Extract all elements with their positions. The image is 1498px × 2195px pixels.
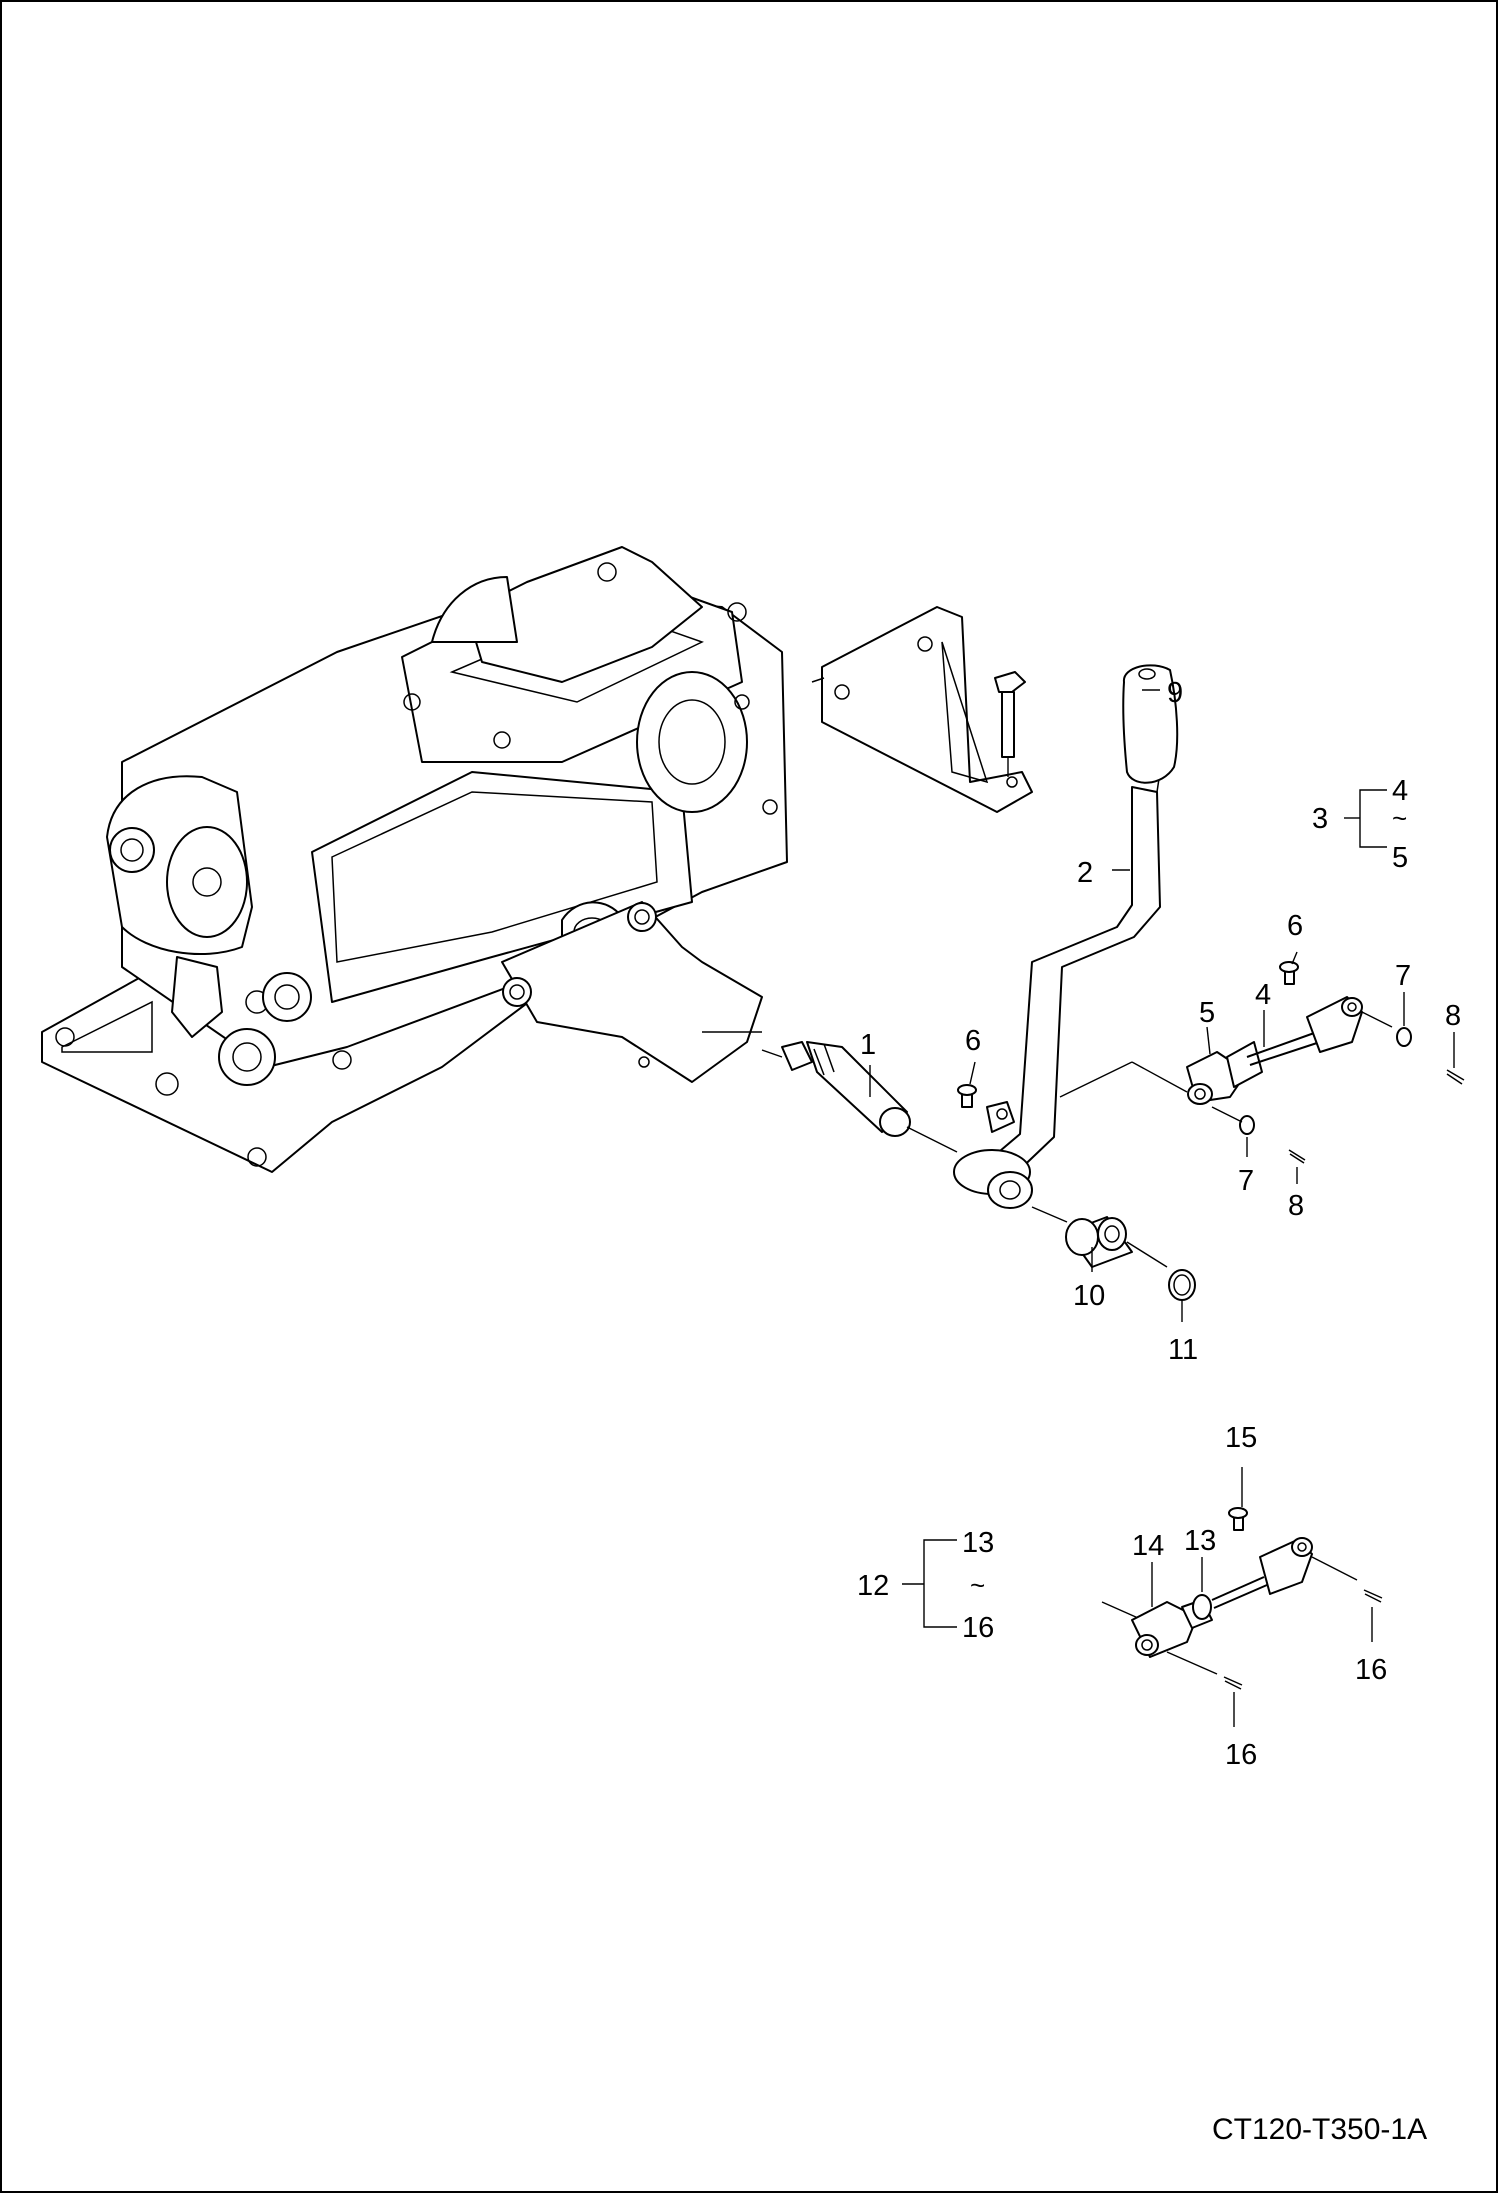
callout-7-right: 7 (1395, 960, 1411, 992)
callout-5-bottom: 5 (1392, 842, 1408, 874)
callout-3: 3 (1312, 803, 1328, 835)
control-rod-assembly (1101, 1537, 1358, 1675)
callout-4-rod: 4 (1255, 979, 1271, 1011)
bracket-bolt (994, 671, 1026, 777)
callout-9: 9 (1167, 677, 1183, 709)
callout-4-top: 4 (1392, 775, 1408, 807)
range-symbol-upper: ~ (1392, 803, 1407, 833)
cotter-pin-lower-left (1288, 1149, 1306, 1164)
callout-6-lever: 6 (965, 1025, 981, 1057)
range-symbol-lower: ~ (970, 1570, 985, 1600)
callout-11: 11 (1168, 1334, 1198, 1366)
snap-ring (1168, 1269, 1196, 1301)
callout-2: 2 (1077, 857, 1093, 889)
clevis-pin-rod-upper (1279, 961, 1299, 985)
callout-15: 15 (1225, 1422, 1257, 1454)
callout-13-top: 13 (962, 1527, 994, 1559)
lever-knob (1122, 664, 1179, 784)
cotter-pin-lower-right (1363, 1589, 1383, 1603)
cotter-pin-upper-right (1446, 1069, 1465, 1085)
callout-7-left: 7 (1238, 1165, 1254, 1197)
callout-6-rod: 6 (1287, 910, 1303, 942)
clevis-pin-lower (1228, 1507, 1248, 1531)
cotter-pin-lower-left-rod (1223, 1676, 1243, 1690)
callout-8-right: 8 (1445, 1000, 1461, 1032)
callout-10: 10 (1073, 1280, 1105, 1312)
clevis-pin-lever (957, 1084, 977, 1108)
callout-5-rod: 5 (1199, 997, 1215, 1029)
washer-upper-right (1396, 1027, 1412, 1047)
callout-16-right: 16 (1355, 1654, 1387, 1686)
callout-14: 14 (1132, 1530, 1164, 1562)
pivot-shaft (761, 1041, 958, 1153)
callout-16-bottom: 16 (962, 1612, 994, 1644)
callout-8-left: 8 (1288, 1190, 1304, 1222)
transmission-housing (41, 546, 788, 1173)
washer-lower-left (1211, 1106, 1255, 1135)
lever (953, 771, 1188, 1209)
callout-leaders (869, 689, 1455, 1727)
control-rod-upper (1186, 996, 1393, 1105)
bushing (1031, 1206, 1168, 1268)
callout-labels: 1 2 3 4 ~ 5 4 5 6 6 7 8 7 8 9 10 11 12 1… (857, 677, 1461, 1771)
callout-13-rod: 13 (1184, 1525, 1216, 1557)
drawing-code: CT120-T350-1A (1212, 2113, 1427, 2146)
callout-1: 1 (860, 1029, 876, 1061)
mounting-bracket (811, 606, 1033, 813)
callout-16-left: 16 (1225, 1739, 1257, 1771)
callout-12: 12 (857, 1570, 889, 1602)
